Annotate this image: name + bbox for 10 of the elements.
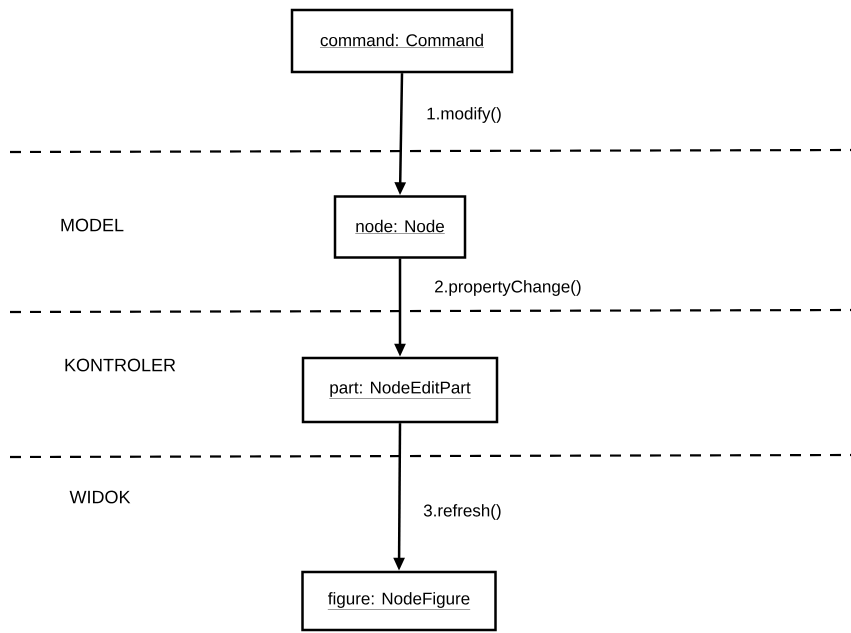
object-box: command: Command [290,8,514,74]
edge-label: 3.refresh() [422,503,503,521]
edge-label: 2.propertyChange() [433,279,583,297]
layer-label: MODEL [61,218,124,232]
object-box: part: NodeEditPart [302,356,498,424]
object-box: node: Node [334,195,466,259]
edge-label: 1.modify() [425,106,503,124]
layer-label: KONTROLER [65,358,176,372]
layer-label: WIDOK [70,490,130,504]
object-box: figure: NodeFigure [301,570,497,632]
